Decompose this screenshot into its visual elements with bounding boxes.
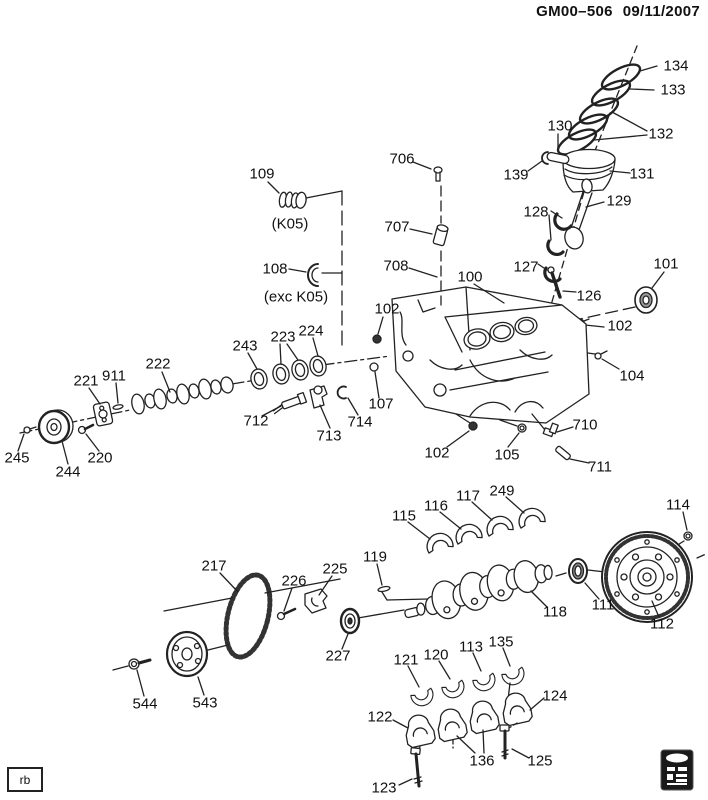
rod-bearings <box>543 212 573 284</box>
flexplate-112 <box>601 531 693 623</box>
piston <box>562 148 631 193</box>
main-caps <box>392 692 545 754</box>
bolt-706 <box>412 161 443 182</box>
crank-axis <box>112 569 641 671</box>
upper-main-bearings <box>407 496 546 554</box>
timing-chain-217 <box>163 572 341 660</box>
bolt-107 <box>369 362 380 399</box>
thrust-plate-221 <box>88 387 114 427</box>
connecting-rod <box>564 178 605 250</box>
clip-714 <box>336 385 359 416</box>
bolt-220 <box>77 423 100 452</box>
rod-bolt <box>547 266 577 299</box>
plug-101 <box>469 271 665 344</box>
rb-badge-text: rb <box>19 772 31 787</box>
tensioner-225 <box>304 575 333 614</box>
bolt-114 <box>659 511 707 559</box>
camshaft-222 <box>131 371 234 415</box>
rb-badge: rb <box>7 767 43 792</box>
fitting-105 <box>499 419 527 448</box>
document-header: GM00–506 09/11/2007 <box>526 3 700 20</box>
rear-seal-111 <box>568 558 600 600</box>
pin-clip <box>527 151 549 172</box>
gm-parts-tag-icon <box>660 749 694 796</box>
piston-pin <box>546 133 570 165</box>
rod-bearing-leaders <box>537 210 563 271</box>
heater-plug-109 <box>267 181 307 209</box>
cam-bearings <box>247 337 327 390</box>
sensor-712 <box>261 391 308 417</box>
k05-bracket <box>305 190 343 351</box>
lower-main-bearings <box>407 647 525 707</box>
cup-plug-108 <box>288 263 319 287</box>
bolt-544 <box>128 658 152 697</box>
document-date: 09/11/2007 <box>622 3 700 20</box>
fitting-710 <box>531 413 574 438</box>
ring-leaders <box>593 65 658 141</box>
fitting-707 <box>409 224 449 247</box>
bolt-245 <box>17 426 37 452</box>
key-119 <box>376 563 429 601</box>
document-id: GM00–506 <box>536 3 613 20</box>
cam-sprocket-244 <box>37 409 74 465</box>
bolt-102-left <box>372 316 384 344</box>
crankshaft-118 <box>404 560 553 620</box>
dash-706-707 <box>408 185 442 306</box>
cap-bolt-123 <box>398 747 423 788</box>
key-911 <box>112 382 124 410</box>
bolt-102-bottom <box>446 413 478 448</box>
piston-rings <box>556 63 642 156</box>
bolt-711 <box>555 445 590 464</box>
bolt-226 <box>276 587 297 621</box>
cap-bolt-125 <box>499 724 530 760</box>
balancer-543 <box>165 630 209 696</box>
bracket-713 <box>309 385 331 429</box>
crank-sprocket-227 <box>339 607 361 650</box>
engine-block <box>391 283 590 424</box>
